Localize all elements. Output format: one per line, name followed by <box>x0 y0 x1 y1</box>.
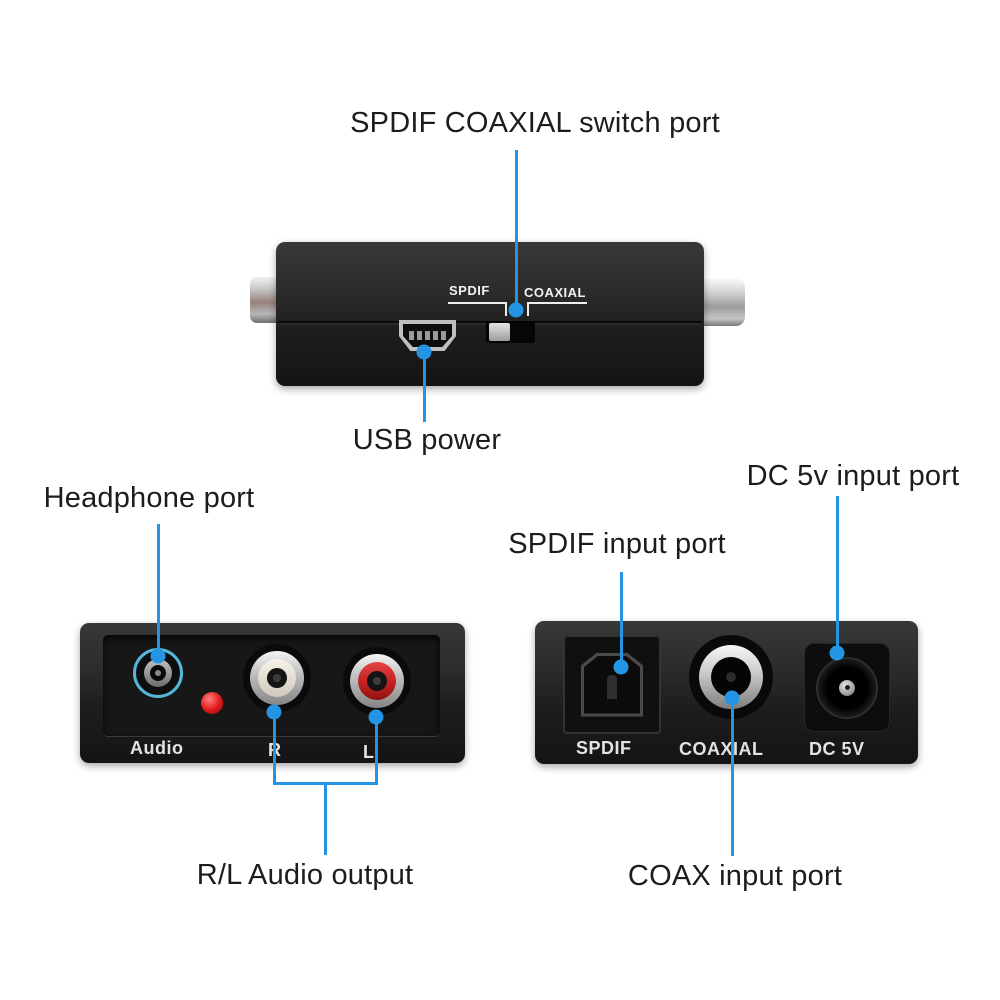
headphone-jack-hole <box>150 665 166 681</box>
callout-dot-spdif <box>613 659 629 675</box>
usb-pin <box>425 331 430 340</box>
coaxial-pin <box>726 672 736 682</box>
spdif-port-label: SPDIF <box>576 738 632 758</box>
spdif-bracket-drop <box>505 302 507 316</box>
callout-coax-input: COAX input port <box>627 860 843 892</box>
callout-spdif-input: SPDIF input port <box>508 528 726 560</box>
callout-line-l-jack <box>375 717 378 785</box>
side-rca-jack-right <box>699 278 745 326</box>
callout-dot-l <box>368 709 384 725</box>
callout-line-coax <box>731 698 734 856</box>
coaxial-hole <box>711 657 751 697</box>
coaxial-bracket-drop <box>527 302 529 316</box>
rca-right-metal-ring <box>250 651 304 705</box>
dc-jack-opening <box>816 656 878 719</box>
dc-jack-pin <box>839 679 855 696</box>
dc-power-jack <box>804 643 890 732</box>
rca-left-insulator <box>358 662 396 700</box>
usb-pin <box>441 331 446 340</box>
spdif-coaxial-switch <box>486 321 535 343</box>
usb-pin <box>409 331 414 340</box>
callout-line-usb <box>423 352 426 422</box>
callout-dot-headphone <box>150 648 166 664</box>
toslink-opening <box>581 652 643 717</box>
l-port-label: L <box>363 742 375 762</box>
callout-line-rl-stem <box>324 785 327 855</box>
callout-line-headphone <box>157 524 160 656</box>
callout-line-dc-input <box>836 496 839 653</box>
switch-knob <box>489 323 510 341</box>
switch-label-spdif: SPDIF <box>449 283 490 298</box>
rca-jack-right <box>243 644 311 712</box>
headphone-jack-pin <box>155 670 161 676</box>
rca-left-hole <box>367 671 387 691</box>
callout-dc-input: DC 5v input port <box>746 460 960 492</box>
rca-left-pin <box>373 677 381 685</box>
coaxial-bracket <box>527 302 587 304</box>
toslink-shutter-pin <box>607 674 617 699</box>
rca-right-hole <box>267 668 287 688</box>
headphone-jack-metal <box>144 659 172 687</box>
audio-port-label: Audio <box>130 738 184 758</box>
coaxial-port-label: COAXIAL <box>679 739 764 759</box>
mini-usb-cavity <box>403 324 452 347</box>
rca-right-pin <box>273 674 281 682</box>
callout-headphone-port: Headphone port <box>43 482 255 514</box>
callout-line-switch <box>515 150 518 310</box>
spdif-bracket <box>448 302 507 304</box>
callout-usb-power: USB power <box>352 424 502 456</box>
dc-jack-pin-hole <box>844 685 850 690</box>
callout-line-rl-bridge <box>273 782 378 785</box>
callout-dot-r <box>266 704 282 720</box>
rca-jack-left <box>343 647 411 715</box>
callout-dot-usb <box>416 344 432 360</box>
toslink-spdif-port <box>563 635 661 734</box>
rca-right-insulator <box>258 659 296 697</box>
headphone-jack <box>133 648 183 698</box>
callout-switch-port: SPDIF COAXIAL switch port <box>350 107 720 139</box>
callout-dot-coax <box>724 690 740 706</box>
dc5v-port-label: DC 5V <box>809 739 865 759</box>
usb-pin <box>433 331 438 340</box>
callout-dot-switch <box>508 302 524 318</box>
callout-dot-dc <box>829 645 845 661</box>
side-rca-jack-left <box>250 277 280 323</box>
callout-rl-audio-output: R/L Audio output <box>196 859 414 891</box>
rca-left-metal-ring <box>350 654 404 708</box>
led-indicator <box>201 692 223 714</box>
switch-label-coaxial: COAXIAL <box>524 285 586 300</box>
usb-pin <box>417 331 422 340</box>
callout-line-r-jack <box>273 712 276 785</box>
callout-line-spdif-input <box>620 572 623 667</box>
converter-top-view: SPDIF COAXIAL <box>276 242 704 386</box>
